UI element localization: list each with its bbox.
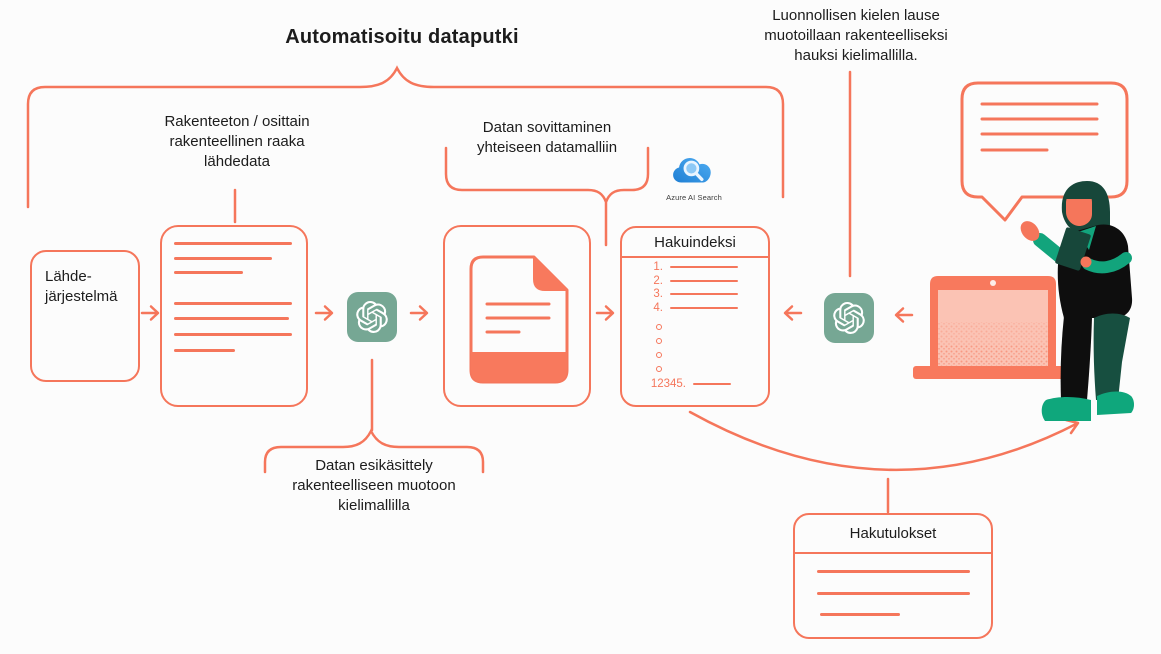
document-text-line [174,317,289,320]
person-hood [1061,181,1110,256]
document-footer-band [471,352,567,382]
flow-arrow-llm2-to-index [783,305,803,321]
azure-ai-search-label: Azure AI Search [666,193,722,202]
flow-arrow-llm-to-docfold [409,305,429,321]
index-item-row: 3. [648,288,738,300]
person-forearm-hand [1080,256,1092,268]
search-results-box: Hakutulokset [793,513,993,639]
speech-bubble-lines [980,102,1099,152]
laptop-base [913,366,1073,379]
index-ellipsis-dot [656,352,662,358]
document-text-line [174,349,235,352]
source-system-box: Lähde- järjestelmä [30,250,140,382]
search-index-box: Hakuindeksi 1. 2. 3. 4. 12345. [620,226,770,407]
person-right-shoe [1097,391,1134,415]
person-fringe [1064,184,1097,199]
document-fold-icon [469,255,569,384]
index-item-row: 4. [648,302,738,314]
fold-corner [533,256,568,291]
flow-arrow-laptop-to-llm2 [894,307,914,323]
laptop-illustration [913,276,1073,379]
person-right-leg [1093,313,1130,400]
index-item-line [693,383,731,385]
flow-arrow-source-to-doc [140,305,160,321]
index-item-line [670,279,738,282]
person-tablet [1055,227,1091,271]
openai-icon [824,293,874,343]
person-collar [1078,226,1096,250]
index-item-line [670,266,738,268]
document-box [160,225,308,407]
index-item-row: 2. [648,275,738,287]
openai-knot-glyph [356,301,388,333]
label-data-mapping: Datan sovittaminen yhteiseen datamalliin [476,119,618,156]
openai-knot-glyph [833,302,865,334]
document-text-line [174,271,243,274]
speech-bubble [960,81,1129,222]
document-text-line [174,257,272,260]
index-item-line [670,306,738,309]
person-left-shoe [1041,397,1091,421]
flow-arrow-docfold-to-index [595,305,615,321]
document-fold-box [443,225,591,407]
search-results-title: Hakutulokset [795,515,991,554]
search-index-title: Hakuindeksi [622,228,768,258]
openai-icon [347,292,397,342]
document-text-line [174,333,292,336]
label-preprocessing: Datan esikäsittely rakenteelliseen muoto… [292,457,456,514]
person-left-leg [1060,316,1092,400]
result-line [817,592,970,595]
page-title: Automatisoitu dataputki [285,26,519,48]
source-system-label: Lähde- järjestelmä [45,268,118,305]
document-text-line [174,242,292,245]
index-ellipsis-dot [656,338,662,344]
document-text-line [174,302,292,305]
label-nl-query: Luonnollisen kielen lause muotoillaan ra… [764,7,948,64]
person-raised-hand [1020,221,1040,241]
person-torso [1057,224,1133,318]
result-line [817,570,970,573]
azure-cloud-search-glyph [673,157,711,183]
result-line [820,613,900,616]
index-item-row: 1. [648,261,738,273]
results-curve-arrow [688,410,1080,472]
person-illustration [1020,181,1134,421]
person-forearm [1082,252,1132,274]
flow-arrow-doc-to-llm [314,305,334,321]
index-ellipsis-dot [656,324,662,330]
index-ellipsis-dot [656,366,662,372]
index-item-row: 12345. [648,378,731,390]
label-raw-source: Rakenteeton / osittain rakenteellinen ra… [164,113,310,170]
document-fold-text-lines [485,302,551,334]
index-item-line [670,293,738,295]
person-raised-arm [1033,233,1069,265]
person-face [1066,188,1092,226]
azure-ai-search-icon: Azure AI Search [662,153,726,202]
laptop-camera-dot [990,280,996,286]
